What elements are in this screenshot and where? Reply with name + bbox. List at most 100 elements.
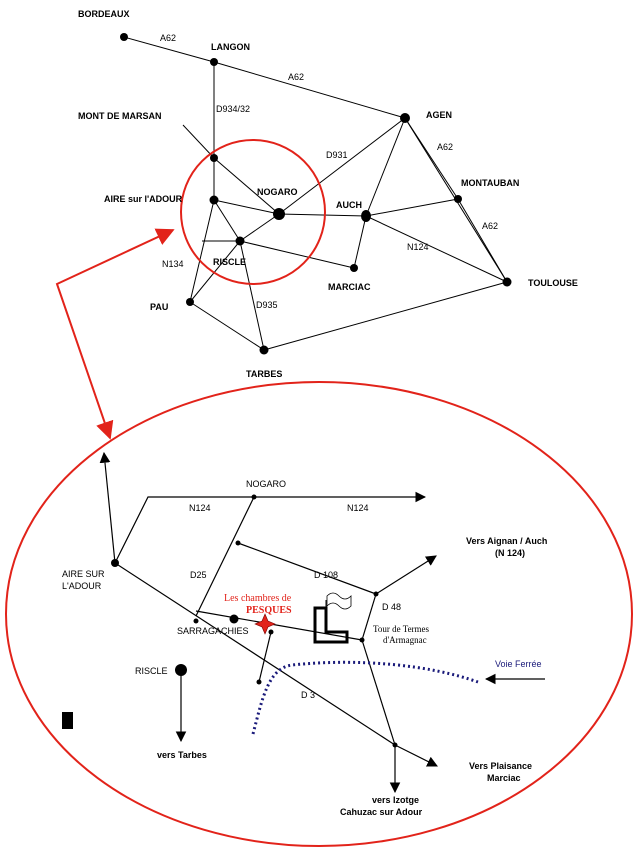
label-montauban: MONTAUBAN: [461, 178, 519, 188]
road-montdemarsan: [182, 124, 215, 159]
node-pau: [186, 298, 194, 306]
label-tour-line1: Tour de Termes: [373, 624, 430, 634]
road-label-d935: D935: [256, 300, 278, 310]
label-mont-de-marsan: MONT DE MARSAN: [78, 111, 162, 121]
label-aire: AIRE sur l'ADOUR: [104, 194, 183, 204]
label-tarbes: TARBES: [246, 369, 282, 379]
road-d108: [237, 542, 377, 595]
node-d108-junction: [235, 540, 241, 546]
label-voie-ferree: Voie Ferrée: [495, 659, 542, 669]
road-aire-north: [99, 451, 116, 564]
railway-line: [251, 660, 479, 735]
road-label-a62-montauban-toulouse: A62: [482, 221, 498, 231]
node-sarragachies: [229, 614, 239, 624]
road-auch-marciac: [353, 215, 367, 269]
road-riscle-marciac: [239, 240, 355, 269]
road-tarbes-toulouse: [263, 281, 508, 351]
road-pesques-south: [258, 631, 272, 683]
label-aire-line2: L'ADOUR: [62, 581, 102, 591]
road-d25: [195, 496, 255, 617]
road-langon-agen: [213, 61, 406, 119]
road-label-a62-bordeaux: A62: [160, 33, 176, 43]
road-aire-nogaro-north: [213, 157, 280, 215]
road-riscle-tarbes: [239, 240, 265, 351]
road-nogaro-auch: [278, 213, 367, 217]
node-agen: [400, 113, 410, 123]
node-aire: [209, 195, 219, 205]
label-agen: AGEN: [426, 110, 452, 120]
node-riscle-detail: [175, 664, 187, 676]
overview-map: BORDEAUX LANGON MONT DE MARSAN AGEN AIRE…: [78, 9, 578, 379]
black-marker: [62, 712, 73, 729]
road-auch-agen: [365, 117, 406, 217]
detail-roads: [99, 451, 545, 794]
road-label-n134: N134: [162, 259, 184, 269]
label-tour-line2: d'Armagnac: [383, 635, 427, 645]
node-riscle: [235, 236, 245, 246]
node-railway-junction: [256, 679, 262, 685]
node-nogaro-detail: [251, 494, 257, 500]
label-vers-tarbes: vers Tarbes: [157, 750, 207, 760]
road-pau-tarbes: [189, 301, 265, 351]
node-montauban: [454, 195, 462, 203]
road-label-n124-right: N124: [347, 503, 369, 513]
flag-icon: [326, 592, 352, 610]
node-langon: [210, 58, 218, 66]
road-label-d3: D 3: [301, 690, 315, 700]
road-sarragachies: [195, 610, 363, 641]
node-pesques-junction: [268, 629, 274, 635]
detail-place-labels: NOGARO AIRE SUR L'ADOUR RISCLE SARRAGACH…: [62, 479, 547, 817]
node-bordeaux: [120, 33, 128, 41]
zoom-arrow: [55, 228, 175, 440]
label-nogaro-detail: NOGARO: [246, 479, 286, 489]
road-aire-pau: [189, 199, 215, 303]
label-toulouse: TOULOUSE: [528, 278, 578, 288]
node-tarbes: [259, 345, 269, 355]
road-aire-southeast: [114, 562, 396, 746]
node-montdemarsan-junction: [210, 154, 218, 162]
road-label-d931: D931: [326, 150, 348, 160]
detail-road-labels: N124 N124 D25 D 108 D 48 D 3: [189, 503, 401, 700]
node-tour-junction: [359, 637, 365, 643]
star-marker-icon: [254, 613, 276, 635]
road-label-a62-langon-agen: A62: [288, 72, 304, 82]
label-sarragachies: SARRAGACHIES: [177, 626, 249, 636]
detail-nodes: [111, 494, 398, 748]
label-chambres-line1: Les chambres de: [224, 593, 292, 604]
label-marciac: MARCIAC: [328, 282, 371, 292]
road-tour-south: [361, 639, 396, 746]
road-label-d108: D 108: [314, 570, 338, 580]
label-vers-plaisance-line1: Vers Plaisance: [469, 761, 532, 771]
overview-nodes: [120, 33, 512, 355]
label-auch: AUCH: [336, 200, 362, 210]
road-aire-riscle: [213, 199, 241, 242]
road-auch-montauban: [365, 198, 459, 217]
label-nogaro: NOGARO: [257, 187, 298, 197]
label-riscle: RISCLE: [213, 257, 246, 267]
road-riscle-pau: [189, 240, 241, 303]
highlight-circle: [180, 139, 326, 285]
node-nogaro: [273, 208, 285, 220]
label-chambres-line2: PESQUES: [246, 605, 292, 616]
node-d3-junction: [392, 742, 398, 748]
label-vers-aignan-line1: Vers Aignan / Auch: [466, 536, 547, 546]
road-nogaro-agen: [278, 117, 406, 215]
node-toulouse: [502, 277, 512, 287]
road-to-plaisance: [394, 744, 438, 767]
road-label-n124-left: N124: [189, 503, 211, 513]
road-bordeaux-langon: [123, 36, 215, 63]
label-vers-izotge-line2: Cahuzac sur Adour: [340, 807, 423, 817]
node-aire-detail: [111, 559, 119, 567]
label-vers-aignan-line2: (N 124): [495, 548, 525, 558]
castle-tower-icon: [313, 600, 349, 644]
road-label-n124: N124: [407, 242, 429, 252]
overview-road-labels: A62 A62 D934/32 D931 A62 A62 N124 N134 D…: [160, 33, 498, 310]
label-pau: PAU: [150, 302, 168, 312]
detail-map: NOGARO AIRE SUR L'ADOUR RISCLE SARRAGACH…: [5, 381, 633, 847]
label-vers-plaisance-line2: Marciac: [487, 773, 521, 783]
label-vers-izotge-line1: vers Izotge: [372, 795, 419, 805]
detail-ellipse: [5, 381, 633, 847]
label-bordeaux: BORDEAUX: [78, 9, 130, 19]
